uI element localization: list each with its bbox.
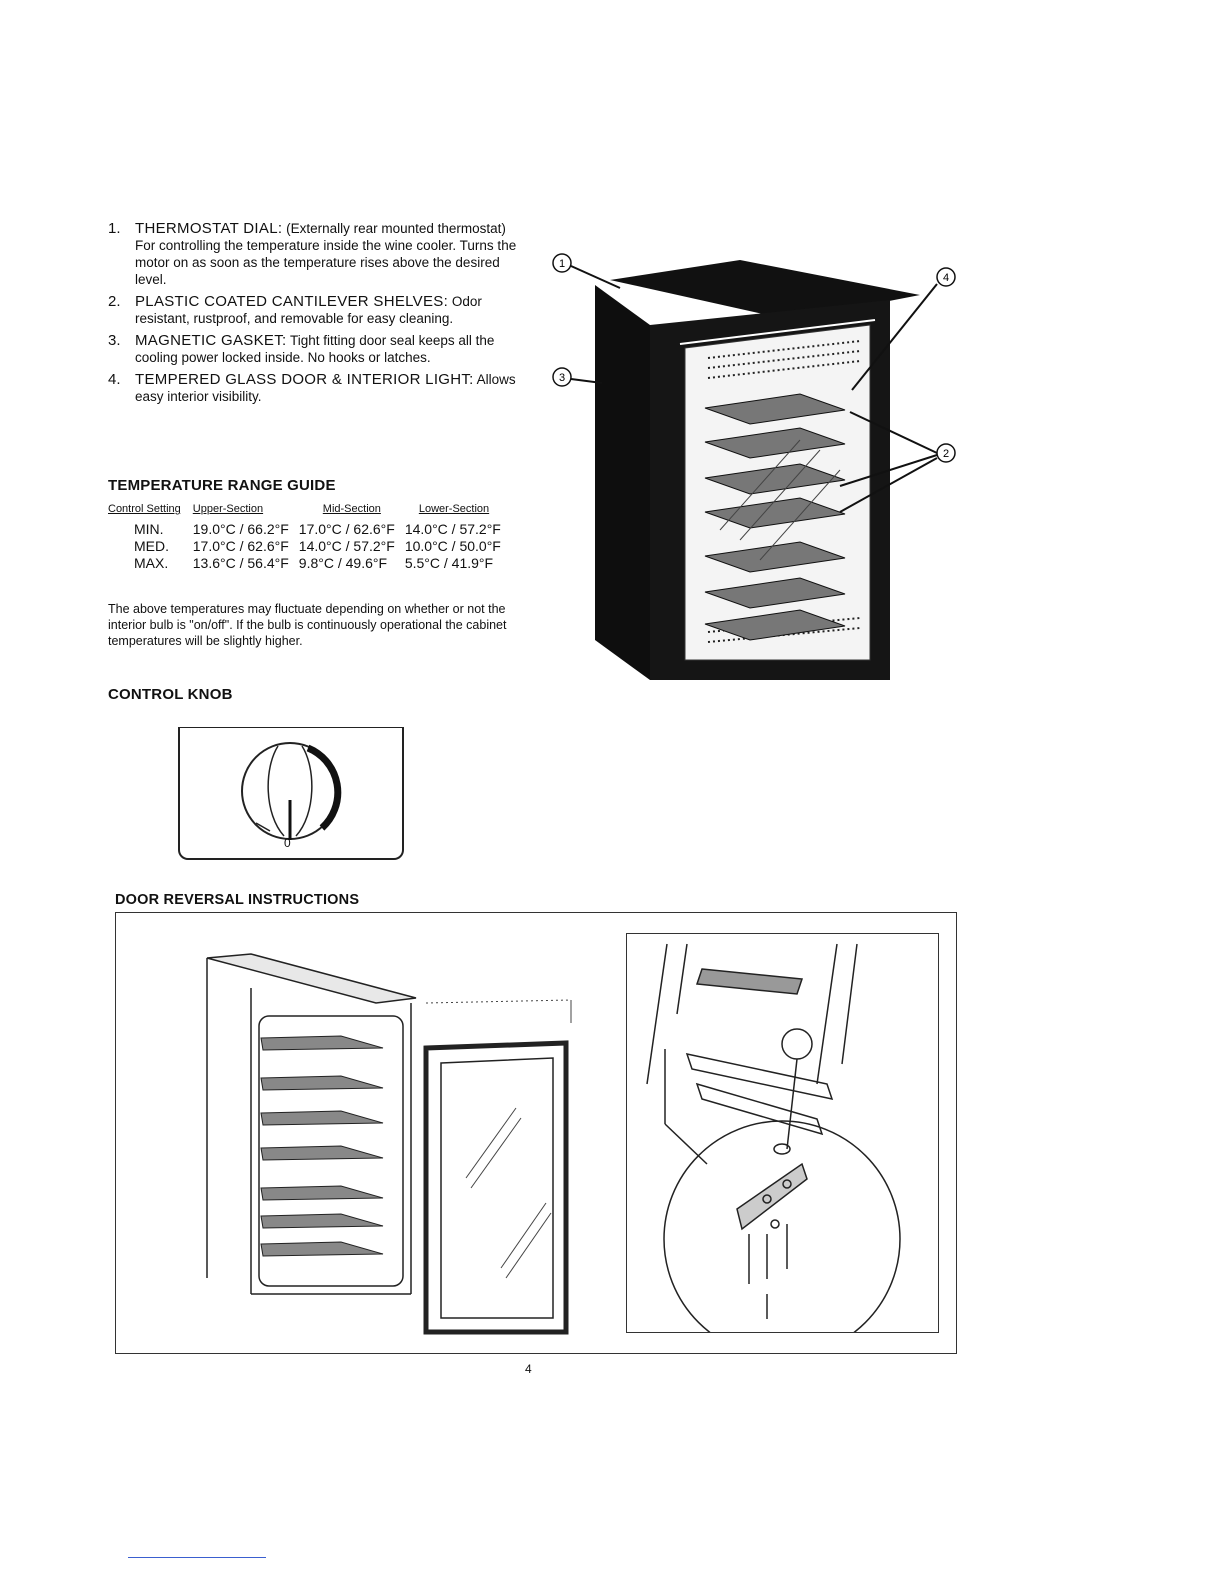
table-row: MED. 17.0°C / 62.6°F 14.0°C / 57.2°F 10.… <box>108 538 511 555</box>
table-cell: 9.8°C / 49.6°F <box>298 555 388 571</box>
feature-number: 3. <box>108 332 121 349</box>
feature-heading: PLASTIC COATED CANTILEVER SHELVES: <box>135 293 449 310</box>
table-cell: 19.0°C / 66.2°F <box>192 521 289 537</box>
feature-item: 2. PLASTIC COATED CANTILEVER SHELVES: Od… <box>108 293 520 327</box>
feature-heading: TEMPERED GLASS DOOR & INTERIOR LIGHT: <box>135 371 474 388</box>
feature-number: 2. <box>108 293 121 310</box>
page-number: 4 <box>525 1362 532 1376</box>
door-reversal-illustration <box>206 953 572 1335</box>
feature-number: 1. <box>108 220 121 237</box>
table-row: MIN. 19.0°C / 66.2°F 17.0°C / 62.6°F 14.… <box>108 521 511 538</box>
feature-heading: THERMOSTAT DIAL: <box>135 220 283 237</box>
feature-body: Allows easy interior visibility. <box>135 372 516 404</box>
wine-cooler-illustration: 1 2 3 4 <box>552 253 956 680</box>
footer-line <box>128 1557 266 1558</box>
door-reversal-title: DOOR REVERSAL INSTRUCTIONS <box>115 892 360 908</box>
column-header: Mid-Section <box>322 503 381 515</box>
control-knob-panel: 0 <box>178 727 404 860</box>
feature-heading: MAGNETIC GASKET: <box>135 332 287 349</box>
table-cell: 14.0°C / 57.2°F <box>404 521 501 537</box>
callout-label: 1 <box>559 258 565 270</box>
table-cell: 17.0°C / 62.6°F <box>192 538 289 554</box>
feature-body: Odor resistant, rustproof, and removable… <box>135 294 482 326</box>
table-cell: 5.5°C / 41.9°F <box>404 555 494 571</box>
table-cell: MAX. <box>134 555 169 571</box>
table-cell: 17.0°C / 62.6°F <box>298 521 395 537</box>
table-cell: 13.6°C / 56.4°F <box>192 555 289 571</box>
door-reversal-figure <box>115 912 957 1354</box>
hinge-detail-panel <box>626 933 939 1358</box>
temperature-table: Control Setting Upper-Section Mid-Sectio… <box>108 503 511 572</box>
callout-label: 2 <box>943 448 949 460</box>
column-header: Lower-Section <box>418 503 490 515</box>
feature-number: 4. <box>108 371 121 388</box>
knob-zero-mark: 0 <box>284 836 291 850</box>
control-knob-title: CONTROL KNOB <box>108 686 233 703</box>
callout-label: 4 <box>943 272 949 284</box>
feature-item: 4. TEMPERED GLASS DOOR & INTERIOR LIGHT:… <box>108 371 520 405</box>
temperature-guide-title: TEMPERATURE RANGE GUIDE <box>108 477 336 494</box>
table-cell: MED. <box>134 538 169 554</box>
column-header: Control Setting <box>108 503 181 515</box>
control-knob-icon <box>241 742 342 840</box>
column-header: Upper-Section <box>192 503 264 515</box>
temperature-note: The above temperatures may fluctuate dep… <box>108 602 507 648</box>
feature-body: (Externally rear mounted thermostat) For… <box>135 221 517 287</box>
hinge-detail-illustration <box>646 943 901 1358</box>
features-list: 1. THERMOSTAT DIAL: (Externally rear mou… <box>108 220 520 410</box>
table-cell: 10.0°C / 50.0°F <box>404 538 501 554</box>
callout-label: 3 <box>559 372 565 384</box>
feature-item: 1. THERMOSTAT DIAL: (Externally rear mou… <box>108 220 520 288</box>
table-header-row: Control Setting Upper-Section Mid-Sectio… <box>108 503 511 521</box>
table-cell: 14.0°C / 57.2°F <box>298 538 395 554</box>
table-cell: MIN. <box>134 521 164 537</box>
feature-body: Tight fitting door seal keeps all the co… <box>135 333 495 365</box>
table-row: MAX. 13.6°C / 56.4°F 9.8°C / 49.6°F 5.5°… <box>108 555 511 572</box>
feature-item: 3. MAGNETIC GASKET: Tight fitting door s… <box>108 332 520 366</box>
